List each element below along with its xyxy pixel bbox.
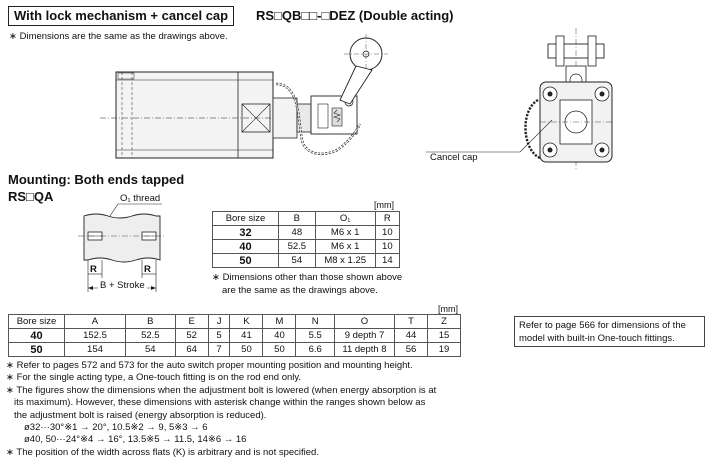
table-cell: 152.5 [64, 328, 126, 343]
section-title: With lock mechanism + cancel cap [8, 6, 235, 26]
r-label-left: R [90, 264, 97, 275]
thread-label: O₁ thread [120, 193, 161, 204]
footnote: ∗ Refer to pages 572 and 573 for the aut… [6, 360, 413, 371]
table-cell: 50 [8, 342, 65, 357]
footnotes: ∗ Refer to pages 572 and 573 for the aut… [6, 360, 476, 459]
main-dimensions-table: Bore size A B E J K M N O T Z 40 152.5 5… [8, 314, 462, 357]
table-row: 50 54 M8 x 1.25 14 [212, 253, 401, 268]
table-header: N [295, 314, 335, 329]
table-cell: 56 [394, 342, 428, 357]
main-table-unit: [mm] [438, 304, 458, 314]
footnote: its maximum). However, these dimensions … [14, 397, 426, 409]
footnote: ø32···30°※1 → 20°, 10.5※2 → 9, 5※3 → 6 [24, 422, 208, 434]
table-cell: 52.5 [278, 239, 316, 254]
small-table-note-2: are the same as the drawings above. [222, 285, 378, 296]
table-cell: 10 [374, 225, 401, 240]
footnote: ∗ The figures show the dimensions when t… [6, 384, 437, 396]
table-cell: 41 [229, 328, 264, 343]
table-header: Z [426, 314, 462, 329]
table-header: B [278, 211, 316, 226]
table-cell: 10 [374, 239, 401, 254]
reference-line-2: model with built-in One-touch fittings. [519, 333, 675, 344]
table-header: O₁ [314, 211, 376, 226]
table-cell: M6 x 1 [314, 239, 376, 254]
side-view-drawing [100, 28, 613, 170]
table-header: M [262, 314, 297, 329]
small-table-note-1: ∗ Dimensions other than those shown abov… [212, 272, 403, 283]
table-cell: 50 [262, 342, 297, 357]
reference-line-1: Refer to page 566 for dimensions of the [519, 320, 686, 331]
table-header: R [374, 211, 401, 226]
footnote: ∗ For the single acting type, a One-touc… [6, 372, 302, 384]
table-cell: 7 [207, 342, 231, 357]
bore-dimensions-table: Bore size B O₁ R 32 48 M6 x 1 10 40 52.5… [212, 211, 401, 268]
footnote: the adjustment bolt is raised (energy ab… [14, 409, 267, 421]
reference-box: Refer to page 566 for dimensions of the … [514, 316, 705, 347]
header-note: ∗ Dimensions are the same as the drawing… [9, 31, 228, 42]
model-number: RS□QB□□-□DEZ (Double acting) [256, 8, 454, 23]
footnote: ∗ The position of the width across flats… [6, 446, 319, 458]
table-row: 40 152.5 52.5 52 5 41 40 5.5 9 depth 7 4… [8, 328, 462, 343]
mounting-model: RS□QA [8, 189, 54, 204]
table-cell: 32 [212, 225, 279, 240]
table-header: B [124, 314, 176, 329]
table-cell: 9 depth 7 [334, 328, 395, 343]
table-header: E [174, 314, 209, 329]
table-cell: 11 depth 8 [334, 342, 395, 357]
table-header: O [334, 314, 395, 329]
table-cell: 6.6 [295, 342, 335, 357]
table-cell: 40 [262, 328, 297, 343]
table-header: A [64, 314, 126, 329]
table-header: T [394, 314, 428, 329]
table-cell: 50 [229, 342, 264, 357]
table-cell: 52.5 [124, 328, 176, 343]
r-label-right: R [144, 264, 151, 275]
table-cell: M8 x 1.25 [314, 253, 376, 268]
table-row: 32 48 M6 x 1 10 [212, 225, 401, 240]
table-row: 50 154 54 64 7 50 50 6.6 11 depth 8 56 1… [8, 342, 462, 357]
table-cell: 52 [174, 328, 209, 343]
table-cell: 40 [212, 239, 279, 254]
small-table-unit: [mm] [374, 200, 394, 210]
table-cell: 5.5 [295, 328, 335, 343]
table-cell: 48 [278, 225, 316, 240]
table-cell: 54 [124, 342, 176, 357]
mounting-title: Mounting: Both ends tapped [8, 172, 185, 187]
table-cell: 40 [8, 328, 65, 343]
table-row: 40 52.5 M6 x 1 10 [212, 239, 401, 254]
table-cell: 54 [278, 253, 316, 268]
table-header: Bore size [212, 211, 279, 226]
table-header: J [207, 314, 231, 329]
table-cell: 14 [374, 253, 401, 268]
footnote: ø40, 50···24°※4 → 16°, 13.5※5 → 11.5, 14… [24, 434, 247, 446]
table-cell: 19 [426, 342, 462, 357]
table-cell: 64 [174, 342, 209, 357]
table-header: Bore size [8, 314, 65, 329]
table-cell: 50 [212, 253, 279, 268]
table-cell: 44 [394, 328, 428, 343]
table-cell: 154 [64, 342, 126, 357]
table-cell: M6 x 1 [314, 225, 376, 240]
table-cell: 5 [207, 328, 231, 343]
table-header: K [229, 314, 264, 329]
mounting-drawing [78, 203, 166, 292]
b-stroke-label: B + Stroke [98, 280, 147, 291]
table-cell: 15 [426, 328, 462, 343]
cancel-cap-label: Cancel cap [430, 152, 478, 163]
